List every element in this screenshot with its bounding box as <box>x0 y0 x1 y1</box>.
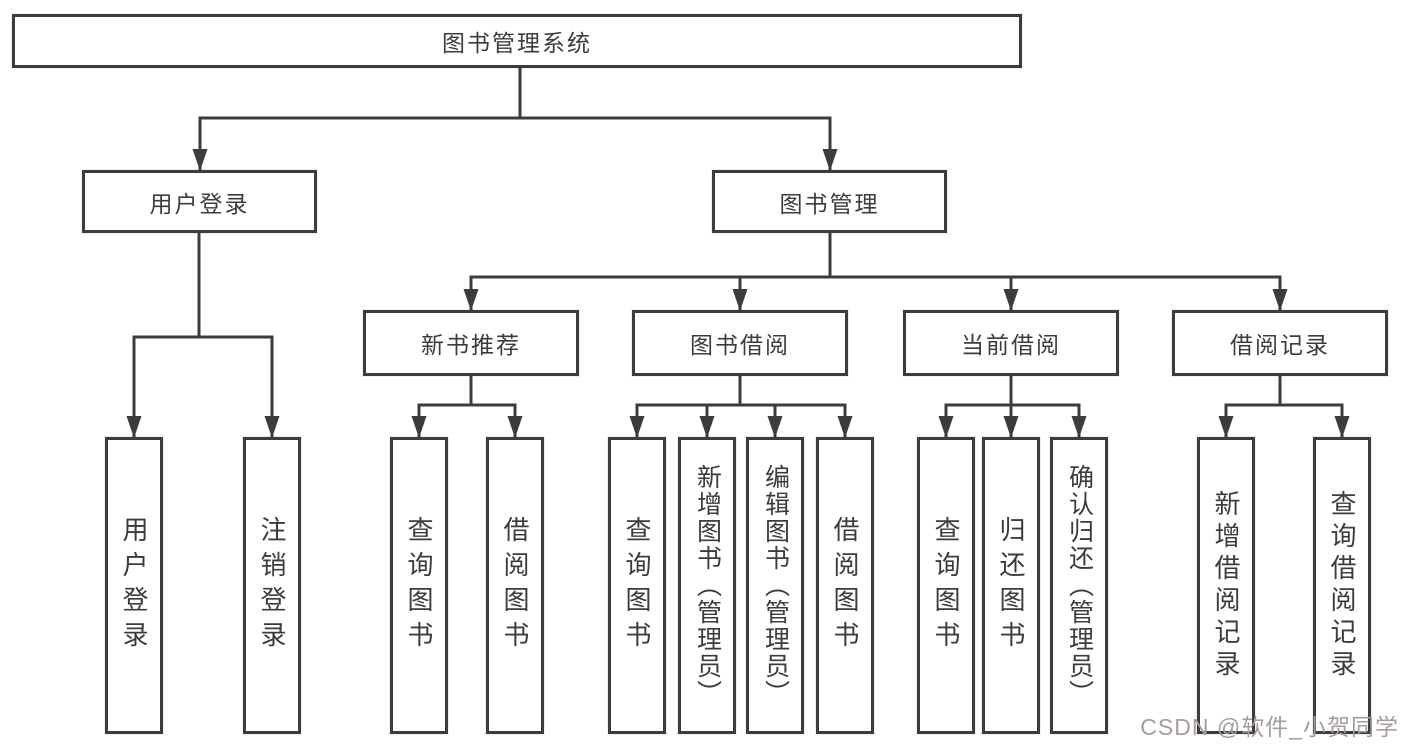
node-label: 编辑图书（管理员） <box>761 464 790 707</box>
node-user-login-action: 用户登录 <box>105 437 163 734</box>
node-label: 新增借阅记录 <box>1211 489 1241 682</box>
node-borrow-books-action: 借阅图书 <box>816 437 874 734</box>
node-query-borrow-record: 查询借阅记录 <box>1313 437 1371 734</box>
node-book-borrowing: 图书借阅 <box>632 310 848 376</box>
node-add-book-admin: 新增图书（管理员） <box>678 437 736 734</box>
node-borrow-records: 借阅记录 <box>1172 310 1388 376</box>
node-return-books: 归还图书 <box>982 437 1040 734</box>
node-user-login: 用户登录 <box>82 170 317 233</box>
node-label: 归还图书 <box>996 515 1026 656</box>
node-add-borrow-record: 新增借阅记录 <box>1197 437 1255 734</box>
node-query-books-recommend: 查询图书 <box>390 437 448 734</box>
node-confirm-return-admin: 确认归还（管理员） <box>1050 437 1108 734</box>
node-label: 图书管理系统 <box>442 30 592 56</box>
node-label: 查询图书 <box>404 515 434 656</box>
node-new-book-recommend: 新书推荐 <box>363 310 579 376</box>
node-library-system: 图书管理系统 <box>12 14 1022 68</box>
node-label: 确认归还（管理员） <box>1065 464 1094 707</box>
node-label: 查询图书 <box>931 515 961 656</box>
node-label: 借阅图书 <box>830 515 860 656</box>
node-label: 用户登录 <box>119 515 149 656</box>
node-label: 新增图书（管理员） <box>693 464 722 707</box>
node-label: 当前借阅 <box>961 332 1061 358</box>
node-label: 查询图书 <box>622 515 652 656</box>
node-label: 借阅记录 <box>1230 332 1330 358</box>
node-edit-book-admin: 编辑图书（管理员） <box>746 437 804 734</box>
node-label: 查询借阅记录 <box>1327 489 1357 682</box>
node-book-management: 图书管理 <box>712 170 947 233</box>
node-label: 注销登录 <box>257 515 287 656</box>
node-query-books-borrowing: 查询图书 <box>608 437 666 734</box>
node-borrow-books-recommend: 借阅图书 <box>486 437 544 734</box>
node-label: 用户登录 <box>149 190 250 217</box>
node-label: 借阅图书 <box>500 515 530 656</box>
node-current-borrowing: 当前借阅 <box>903 310 1119 376</box>
node-label: 新书推荐 <box>421 332 521 358</box>
node-label: 图书借阅 <box>690 332 790 358</box>
node-label: 图书管理 <box>779 190 880 217</box>
node-query-books-current: 查询图书 <box>917 437 975 734</box>
node-logout-action: 注销登录 <box>243 437 301 734</box>
csdn-watermark: CSDN @软件_小贺同学 <box>1140 714 1399 740</box>
